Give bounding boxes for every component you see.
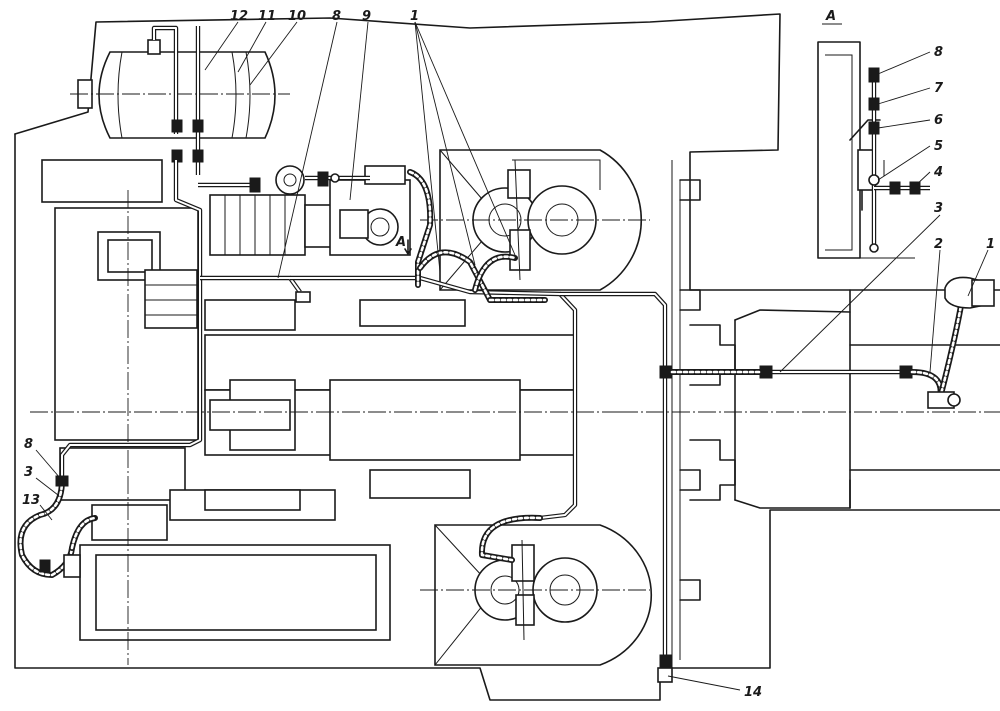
view-arrow xyxy=(404,239,412,255)
leader-lines xyxy=(35,21,989,691)
detail-view-a xyxy=(817,41,930,259)
callout-11: 11 xyxy=(258,9,276,24)
callout-10: 10 xyxy=(288,9,306,24)
detail-callout-5: 5 xyxy=(934,139,943,154)
upper-wheel-brake xyxy=(420,149,650,291)
rear-brake-chamber xyxy=(927,276,995,409)
callout-3-right: 3 xyxy=(934,201,943,216)
detail-callout-7: 7 xyxy=(934,81,944,96)
callout-14: 14 xyxy=(744,685,762,700)
flexible-hoses xyxy=(17,169,965,578)
engine-block xyxy=(30,159,620,665)
air-lines xyxy=(59,160,913,683)
compressor-unit xyxy=(198,165,411,256)
main-callouts: 12 11 10 8 9 1 8 3 13 14 3 2 1 A xyxy=(22,9,995,700)
callout-2: 2 xyxy=(934,237,943,252)
callout-1-top: 1 xyxy=(410,9,419,24)
callout-1-right: 1 xyxy=(986,237,995,252)
callout-3-left: 3 xyxy=(24,465,33,480)
callout-13: 13 xyxy=(22,493,40,508)
detail-view-label: A xyxy=(825,9,836,24)
callout-8-left: 8 xyxy=(24,437,33,452)
detail-callouts: A 8 7 6 5 4 xyxy=(822,9,944,180)
lower-wheel-brake xyxy=(420,524,653,666)
air-receiver-tank xyxy=(70,25,290,175)
chassis-outline xyxy=(14,13,1000,701)
callout-8-top: 8 xyxy=(332,9,341,24)
rear-axle-housing xyxy=(620,289,1000,509)
detail-callout-6: 6 xyxy=(934,113,943,128)
callout-9: 9 xyxy=(362,9,371,24)
detail-callout-4: 4 xyxy=(933,165,943,180)
callout-12: 12 xyxy=(230,9,248,24)
view-arrow-label: A xyxy=(395,235,406,250)
detail-callout-8: 8 xyxy=(934,45,943,60)
